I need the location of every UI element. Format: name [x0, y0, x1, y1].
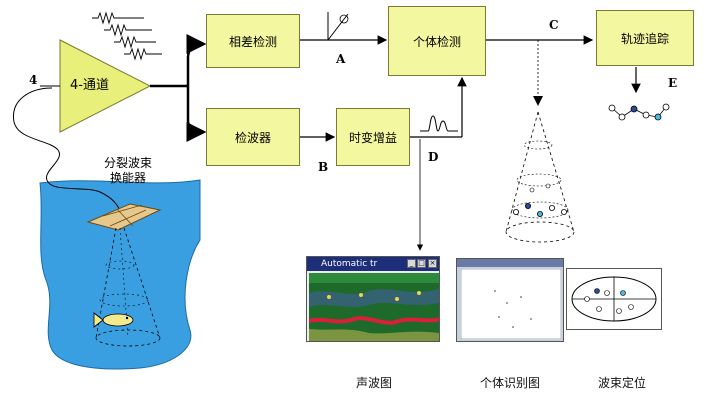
channel-label: 4-通道: [70, 78, 109, 93]
individual-detect-block: 个体检测: [388, 6, 486, 76]
minimize-button[interactable]: _: [407, 259, 416, 268]
label-four: 4: [29, 73, 38, 87]
beam-position-plot: [571, 276, 657, 322]
label-e: E: [668, 76, 678, 90]
maximize-button[interactable]: □: [417, 259, 426, 268]
tvg-block: 时变增益: [336, 108, 410, 166]
echogram-titlebar: Automatic tr: [307, 257, 439, 271]
phase-detect-label: 相差检测: [228, 34, 277, 49]
detector-block: 检波器: [206, 108, 300, 166]
echogram-title: Automatic tr: [321, 259, 378, 269]
label-d: D: [428, 150, 439, 164]
echogram-window: Automatic tr _ □ ×: [306, 256, 440, 342]
caption-beam-position: 波束定位: [598, 376, 647, 390]
label-a: A: [336, 52, 346, 66]
fish-icon: [93, 312, 134, 328]
trajectory-icon: [608, 103, 670, 121]
label-b: B: [318, 160, 329, 174]
tvg-label: 时变增益: [348, 130, 397, 145]
transducer-label: 分裂波束 换能器: [104, 156, 153, 185]
transducer-cable: [13, 87, 123, 215]
label-c: C: [549, 18, 559, 32]
beam-position-window: [566, 268, 662, 330]
individual-map-window: [456, 258, 564, 342]
phase-detect-block: 相差检测: [206, 14, 300, 68]
individual-detect-label: 个体检测: [412, 34, 461, 49]
detection-cone: [505, 111, 575, 243]
track-label: 轨迹追踪: [620, 31, 669, 46]
water-body: [39, 179, 201, 370]
caption-individual-map: 个体识别图: [480, 376, 541, 390]
caption-echogram: 声波图: [356, 376, 393, 390]
individual-map-plot: [461, 269, 561, 339]
close-button[interactable]: ×: [428, 259, 437, 268]
echogram-plot: [309, 273, 439, 341]
detector-label: 检波器: [234, 130, 271, 145]
track-block: 轨迹追踪: [596, 10, 694, 66]
